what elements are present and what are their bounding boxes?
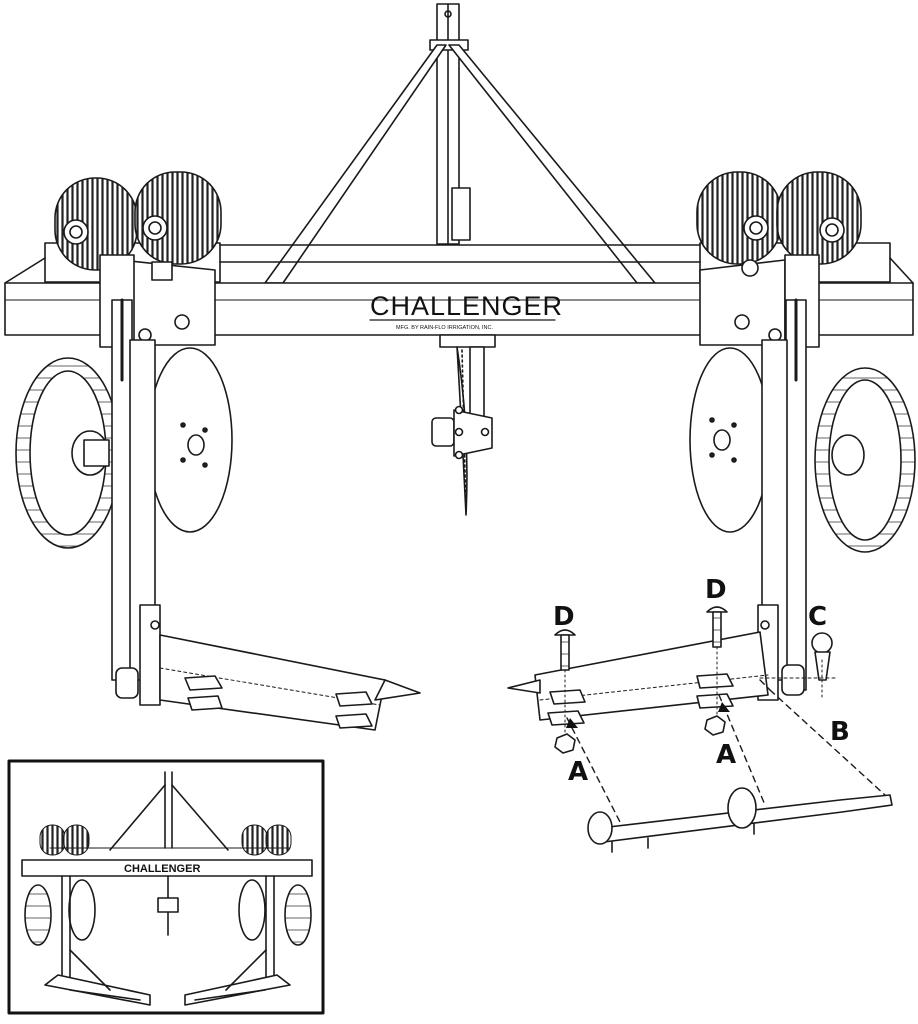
brand-subtitle: MFG. BY RAIN-FLO IRRIGATION, INC.: [396, 325, 493, 331]
left-coil-spring-1: [54, 177, 138, 271]
left-coil-spring-2: [134, 171, 222, 265]
right-coulter-disc: [689, 347, 771, 533]
callout-a-right: A: [716, 740, 736, 770]
callout-c: C: [808, 602, 827, 632]
carriage-bolt-left: [554, 629, 576, 736]
left-sweep-plate: [159, 634, 421, 731]
lynch-pin: [759, 632, 839, 701]
right-gauge-wheel: [814, 367, 916, 553]
left-gauge-wheel: [15, 357, 121, 549]
left-coulter-disc: [147, 347, 233, 533]
main-toolbar: [4, 257, 914, 336]
carriage-bolt-right: [706, 606, 728, 719]
right-sweep-plate: [507, 631, 769, 726]
brand-decal: CHALLENGER: [370, 291, 563, 321]
inset-overview: [7, 759, 325, 1015]
inset-brand-decal: CHALLENGER: [124, 863, 200, 875]
hex-nut-left: [554, 733, 576, 754]
hitch-bar: [587, 787, 893, 853]
callout-b: B: [830, 717, 850, 747]
hex-nut-right: [704, 715, 726, 736]
right-coil-spring-1: [696, 171, 782, 265]
left-shank: [111, 298, 161, 706]
center-coulter: [431, 334, 496, 516]
callout-d-left: D: [553, 602, 575, 632]
right-shank: [757, 298, 807, 701]
hitch-mast: [264, 3, 656, 284]
callout-a-left: A: [568, 757, 588, 787]
callout-d-right: D: [705, 575, 727, 605]
alignment-guides: [566, 679, 886, 823]
right-coil-spring-2: [776, 171, 862, 265]
